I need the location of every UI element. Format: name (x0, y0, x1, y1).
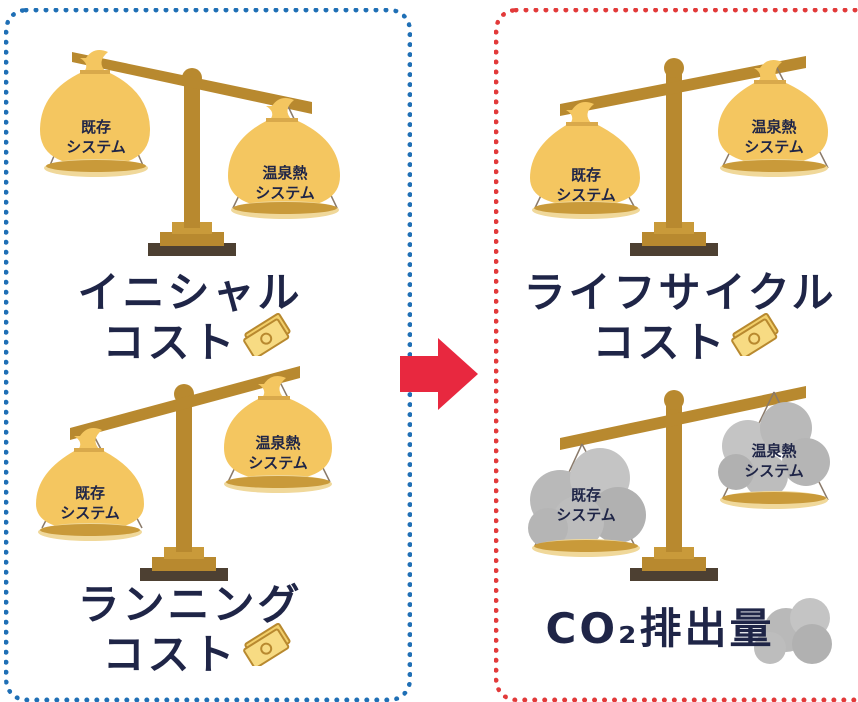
caption-text: CO₂排出量 (545, 604, 775, 653)
banknote-icon (243, 312, 291, 356)
caption-line1: ライフサイクル (523, 268, 837, 317)
caption-line1: イニシャル (77, 268, 303, 317)
co2-emission-caption: CO₂排出量 (540, 604, 780, 654)
caption-line2: コスト (102, 318, 238, 367)
caption-line1: ランニング (77, 580, 303, 629)
banknote-icon (243, 622, 291, 666)
initial-cost-caption: イニシャル コスト (60, 268, 320, 368)
caption-line2: コスト (592, 318, 728, 367)
lifecycle-cost-caption: ライフサイクル コスト (520, 268, 840, 368)
running-cost-caption: ランニング コスト (60, 580, 320, 680)
right-arrow-icon (400, 338, 478, 410)
caption-line2: コスト (102, 630, 238, 679)
banknote-icon (731, 312, 779, 356)
